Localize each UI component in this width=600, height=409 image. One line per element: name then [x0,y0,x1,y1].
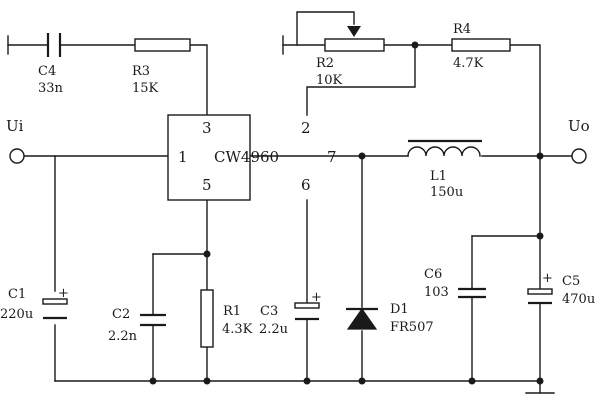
wires [7,11,573,394]
potentiometer-r2 [324,38,385,52]
c1-polarity: + [58,286,69,301]
ic-pin-3: 3 [202,119,212,137]
r3-value: 15K [132,81,159,96]
r1-value: 4.3K [222,322,253,337]
r4-ref: R4 [453,22,471,37]
c2-ref: C2 [112,307,130,322]
capacitor-c4 [46,33,62,57]
capacitor-c2 [140,313,166,327]
r3-ref: R3 [132,64,150,79]
capacitor-c6 [458,287,486,299]
c2-value: 2.2n [108,329,138,344]
r1-ref: R1 [223,304,241,319]
capacitor-c5 [527,288,553,305]
input-terminal [9,148,25,164]
output-terminal [571,148,587,164]
capacitor-c3 [294,302,320,321]
r2-value: 10K [316,73,343,88]
ic-cw4960-box [167,114,251,201]
l1-ref: L1 [430,169,447,184]
c1-ref: C1 [8,287,26,302]
ic-pin-5: 5 [202,176,212,194]
diode-d1 [346,307,378,330]
l1-value: 150u [430,185,463,200]
c5-value: 470u [562,292,595,307]
r4-value: 4.7K [453,56,484,71]
resistor-r4 [451,38,511,52]
inductor-l1 [407,146,481,157]
ic-pin-6: 6 [301,176,311,194]
c6-ref: C6 [424,267,442,282]
c3-polarity: + [311,290,322,305]
c4-value: 33n [38,81,64,96]
c5-ref: C5 [562,274,580,289]
c1-value: 220u [0,307,33,322]
ic-pin-7: 7 [327,148,337,166]
d1-value: FR507 [390,320,434,335]
r2-ref: R2 [316,56,334,71]
output-terminal-label: Uo [568,117,590,135]
resistor-r3 [134,38,191,52]
c3-value: 2.2u [259,322,288,337]
ic-pin-1: 1 [178,148,188,166]
d1-ref: D1 [390,302,409,317]
ic-pin-2: 2 [301,119,311,137]
capacitor-c1 [42,298,68,320]
ic-name: CW4960 [214,148,279,166]
c4-ref: C4 [38,64,56,79]
input-terminal-label: Ui [6,117,24,135]
junction-dots [149,41,544,385]
resistor-r1 [200,289,214,348]
c3-ref: C3 [260,304,278,319]
c6-value: 103 [424,285,449,300]
c5-polarity: + [542,271,553,286]
r2-wiper-arrow [347,26,361,37]
